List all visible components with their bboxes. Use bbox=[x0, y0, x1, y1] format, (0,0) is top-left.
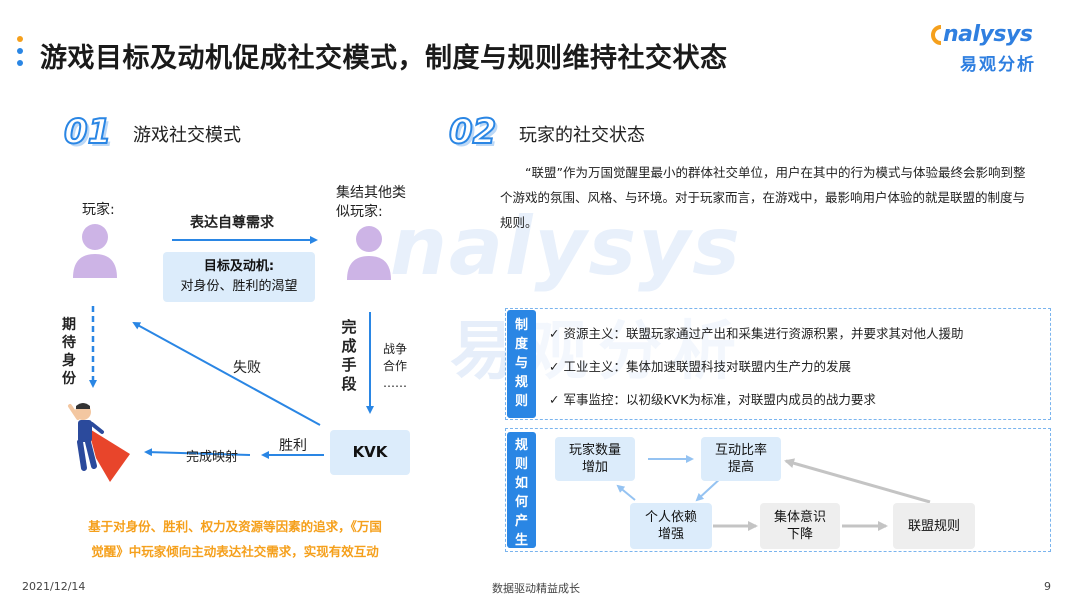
flow-box-text: 玩家数量 bbox=[568, 443, 621, 458]
rules-tab-char: 制 bbox=[514, 318, 528, 333]
flow-box-personal-dependence: 个人依赖增强 bbox=[630, 503, 712, 549]
check-icon: ✓ bbox=[549, 392, 560, 407]
rules-tab-char: 规 bbox=[514, 375, 528, 390]
rules-list: ✓ 资源主义：联盟玩家通过产出和采集进行资源积累，并要求其对他人援助 ✓ 工业主… bbox=[549, 323, 963, 422]
flow-box-interaction-rate: 互动比率提高 bbox=[701, 437, 781, 481]
rules-tab-char: 与 bbox=[514, 356, 528, 371]
flow-box-text: 集体意识 bbox=[773, 510, 826, 525]
rule-item-military: ✓ 军事监控：以初级KVK为标准，对联盟内成员的战力要求 bbox=[549, 389, 963, 422]
person-silhouette-icon bbox=[347, 226, 391, 280]
complete-char: 段 bbox=[341, 375, 357, 393]
complete-char: 完 bbox=[341, 318, 357, 336]
logo-a-icon bbox=[931, 25, 942, 45]
flow-box-alliance-rules: 联盟规则 bbox=[893, 503, 975, 549]
goal-title: 目标及动机: bbox=[203, 259, 275, 274]
other-players-label: 集结其他类 似玩家: bbox=[336, 184, 406, 222]
complete-mapping-label: 完成映射 bbox=[186, 450, 239, 465]
complete-char: 成 bbox=[341, 337, 357, 355]
summary-line1: 基于对身份、胜利、权力及资源等因素的追求，《万国 bbox=[88, 519, 382, 534]
flow-box-player-count: 玩家数量增加 bbox=[555, 437, 635, 481]
check-icon: ✓ bbox=[549, 326, 560, 341]
footer-date: 2021/12/14 bbox=[22, 580, 86, 593]
person-silhouette-icon bbox=[73, 224, 117, 278]
flow-box-text: 提高 bbox=[727, 460, 754, 475]
rule-text: 资源主义：联盟玩家通过产出和采集进行资源积累，并要求其对他人援助 bbox=[563, 326, 964, 341]
rules-panel bbox=[505, 308, 1051, 420]
complete-char: 手 bbox=[341, 356, 357, 374]
watermark-text: nalysys bbox=[390, 200, 742, 293]
section-number-01: 01 bbox=[63, 111, 112, 153]
intro-paragraph: “联盟”作为万国觉醒里最小的群体社交单位，用户在其中的行为模式与体验最终会影响到… bbox=[500, 165, 1026, 230]
war-text: 合作 bbox=[382, 359, 407, 373]
express-need-label: 表达自尊需求 bbox=[190, 215, 274, 231]
expect-char: 份 bbox=[62, 371, 76, 387]
flow-box-text: 个人依赖 bbox=[644, 510, 697, 525]
player-label: 玩家: bbox=[82, 202, 115, 218]
check-icon: ✓ bbox=[549, 359, 560, 374]
rules-generation-tab: 规 则 如 何 产 生 bbox=[507, 432, 536, 548]
title-dots-icon bbox=[14, 36, 26, 76]
rule-item-industry: ✓ 工业主义：集体加速联盟科技对联盟内生产力的发展 bbox=[549, 356, 963, 389]
goal-desc: 对身份、胜利的渴望 bbox=[180, 279, 298, 294]
flow-tab-char: 生 bbox=[514, 533, 528, 548]
kvk-box: KVK bbox=[330, 430, 410, 475]
rule-item-resource: ✓ 资源主义：联盟玩家通过产出和采集进行资源积累，并要求其对他人援助 bbox=[549, 323, 963, 356]
logo-en-text: nalysys bbox=[943, 22, 1033, 47]
expect-char: 身 bbox=[62, 353, 76, 369]
logo-cn-text: 易观分析 bbox=[960, 55, 1036, 75]
fail-arrow bbox=[132, 322, 321, 426]
analysys-logo: nalysys 易观分析 bbox=[925, 20, 1050, 75]
rule-text: 工业主义：集体加速联盟科技对联盟内生产力的发展 bbox=[563, 359, 851, 374]
flow-tab-char: 则 bbox=[514, 457, 528, 472]
complete-means-label: 完 成 手 段 bbox=[341, 318, 357, 394]
section-title-social-mode: 游戏社交模式 bbox=[133, 125, 241, 146]
rules-tab: 制 度 与 规 则 bbox=[507, 310, 536, 418]
flow-box-text: 联盟规则 bbox=[907, 518, 960, 534]
flow-tab-char: 产 bbox=[514, 514, 528, 529]
other-players-label-line2: 似玩家: bbox=[336, 204, 383, 220]
summary-text: 基于对身份、胜利、权力及资源等因素的追求，《万国 觉醒》中玩家倾向主动表达社交需… bbox=[60, 514, 410, 564]
fail-label: 失败 bbox=[233, 360, 261, 376]
rules-tab-char: 则 bbox=[514, 394, 528, 409]
page-number: 9 bbox=[1044, 580, 1051, 593]
flow-box-text: 增强 bbox=[657, 527, 684, 542]
flow-box-text: 互动比率 bbox=[714, 443, 767, 458]
flow-box-text: 增加 bbox=[581, 460, 608, 475]
summary-line2: 觉醒》中玩家倾向主动表达社交需求，实现有效互动 bbox=[91, 544, 379, 559]
flow-box-text: 下降 bbox=[786, 527, 813, 542]
flow-tab-char: 何 bbox=[514, 495, 528, 510]
war-text: 战争 bbox=[382, 342, 407, 356]
expect-char: 待 bbox=[62, 335, 76, 351]
war-cooperation-label: 战争 合作 …… bbox=[380, 341, 410, 392]
section-number-02: 02 bbox=[448, 111, 497, 153]
flow-box-collective-awareness: 集体意识下降 bbox=[760, 503, 840, 549]
superhero-icon bbox=[68, 403, 130, 482]
section-title-social-state: 玩家的社交状态 bbox=[519, 125, 645, 146]
page-title: 游戏目标及动机促成社交模式，制度与规则维持社交状态 bbox=[40, 43, 728, 74]
other-players-label-line1: 集结其他类 bbox=[336, 185, 406, 201]
win-label: 胜利 bbox=[279, 438, 307, 454]
expect-char: 期 bbox=[62, 317, 76, 333]
war-text: …… bbox=[383, 376, 407, 390]
expect-identity-label: 期 待 身 份 bbox=[61, 316, 77, 388]
flow-tab-char: 如 bbox=[514, 476, 528, 491]
rules-tab-char: 度 bbox=[514, 337, 528, 352]
flow-tab-char: 规 bbox=[514, 438, 528, 453]
goal-motivation-box: 目标及动机: 对身份、胜利的渴望 bbox=[163, 252, 315, 302]
footer-slogan: 数据驱动精益成长 bbox=[492, 582, 580, 595]
rule-text: 军事监控：以初级KVK为标准，对联盟内成员的战力要求 bbox=[563, 392, 876, 407]
